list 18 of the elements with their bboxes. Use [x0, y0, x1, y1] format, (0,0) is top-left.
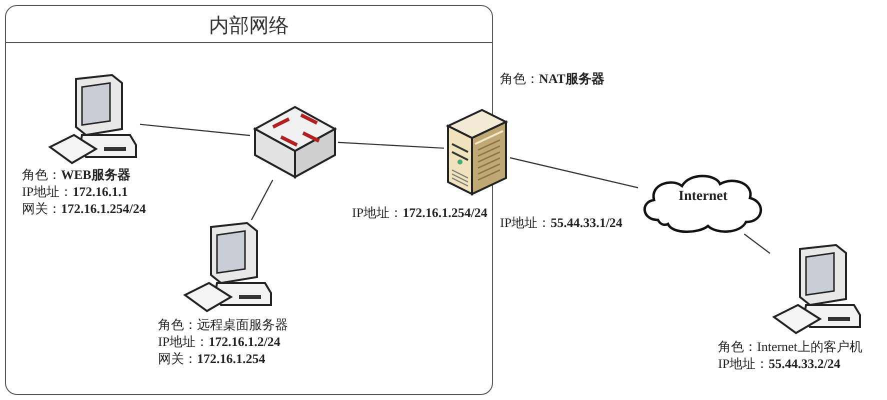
caption-text: IP地址：55.44.33.2/24 — [718, 355, 840, 372]
caption-text: 角色：远程桌面服务器 — [158, 316, 288, 333]
caption-text: 角色：Internet上的客户机 — [718, 338, 862, 355]
network-link — [140, 124, 250, 136]
caption-text: 角色：WEB服务器 — [22, 166, 130, 183]
caption-text: 角色：NAT服务器 — [500, 70, 604, 87]
caption-text: IP地址：172.16.1.1 — [22, 183, 128, 200]
caption-text: IP地址：172.16.1.254/24 — [352, 204, 488, 221]
network-link — [744, 234, 770, 254]
caption-text: 网关：172.16.1.254/24 — [22, 200, 146, 217]
caption-text: IP地址：55.44.33.1/24 — [500, 214, 622, 231]
network-link — [338, 142, 444, 149]
caption-text: IP地址：172.16.1.2/24 — [158, 333, 280, 350]
cloud-label: Internet — [678, 189, 728, 205]
network-link — [510, 157, 638, 188]
group-title: 内部网络 — [208, 14, 290, 39]
caption-text: 网关：172.16.1.254 — [158, 350, 266, 367]
network-link — [250, 180, 274, 220]
